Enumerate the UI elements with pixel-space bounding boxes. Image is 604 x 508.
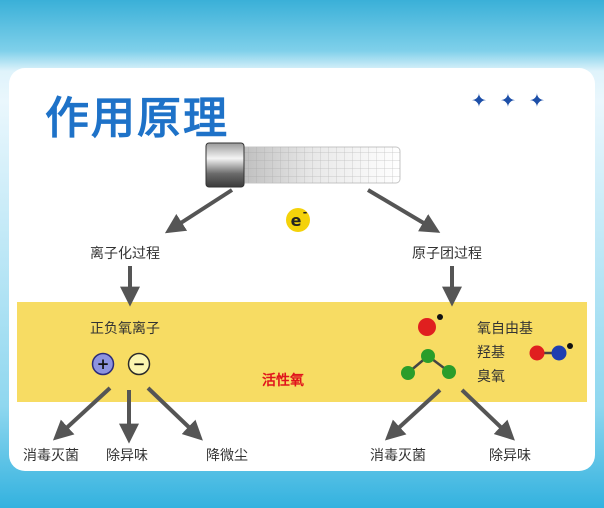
negative-ion-icon: − (127, 352, 151, 376)
ions-label: 正负氧离子 (90, 321, 160, 337)
arrow-atomic-effect-1 (384, 388, 442, 441)
star-icon: ✦ (500, 90, 516, 112)
arrow-to-atomic (366, 188, 441, 233)
oxygen-radical-label: 氧自由基 (477, 321, 533, 337)
ion-effect-deodorize: 除异味 (106, 448, 148, 464)
arrow-ion-effect-1 (52, 386, 112, 441)
arrow-atomic-effect-2 (460, 388, 515, 441)
hydroxyl-molecule-icon (529, 343, 573, 361)
ozone-label: 臭氧 (477, 369, 505, 385)
svg-text:−: − (133, 355, 146, 373)
oxygen-radical-icon (418, 314, 443, 336)
star-decoration: ✦ ✦ ✦ (471, 90, 553, 112)
svg-text:e: e (291, 211, 302, 230)
active-oxygen-label: 活性氧 (262, 373, 304, 389)
ion-effect-dust-reduction: 降微尘 (206, 448, 248, 464)
svg-text:-: - (303, 206, 308, 219)
arrow-to-ionization (164, 188, 234, 234)
hydroxyl-label: 羟基 (477, 345, 505, 361)
arrow-ion-effect-3 (146, 386, 203, 441)
atomic-effect-sterilization: 消毒灭菌 (370, 448, 426, 464)
svg-text:+: + (97, 355, 110, 373)
ionization-process-label: 离子化过程 (90, 246, 160, 262)
electron-icon: e - (286, 206, 310, 232)
principle-card: 作用原理 ✦ ✦ ✦ (9, 68, 595, 471)
atomic-effect-deodorize: 除异味 (489, 448, 531, 464)
page-title: 作用原理 (45, 93, 229, 144)
process-band (17, 302, 587, 402)
ion-effect-sterilization: 消毒灭菌 (23, 448, 79, 464)
star-icon: ✦ (529, 90, 545, 112)
positive-ion-icon: + (91, 352, 115, 376)
star-icon: ✦ (471, 90, 487, 112)
atomic-group-process-label: 原子团过程 (412, 246, 482, 262)
ion-generator-tube (205, 142, 401, 188)
ozone-molecule-icon (401, 349, 456, 380)
